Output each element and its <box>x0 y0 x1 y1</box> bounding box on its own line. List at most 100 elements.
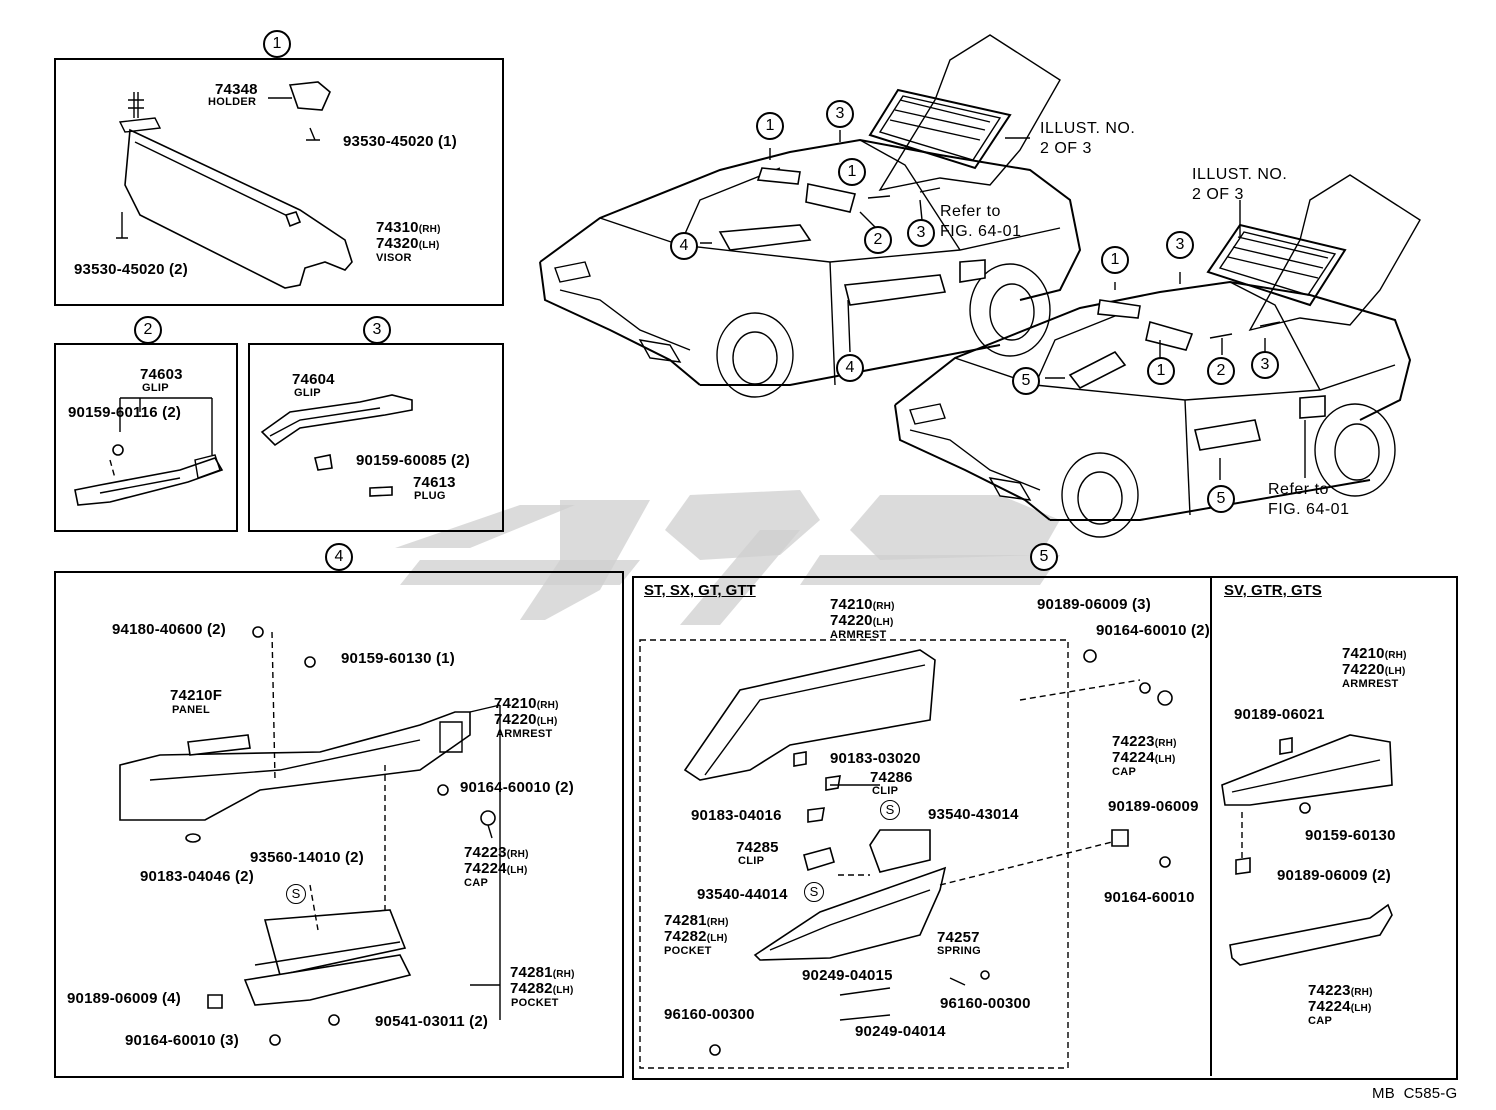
b5-clip-74285-label: CLIP <box>738 855 765 867</box>
b5-part-90183-04016: 90183-04016 <box>691 807 782 824</box>
refer-note-top-2: FIG. 64-01 <box>940 223 1022 240</box>
b5-armrest-lh: 74220(LH) <box>830 613 894 628</box>
part-90164-60010-b: 90164-60010 (3) <box>125 1032 239 1049</box>
grip-74603-drawing <box>74 397 224 506</box>
cap-lh-part-number: 74224(LH) <box>464 861 528 876</box>
grip-74604-drawing <box>260 394 413 497</box>
armrest-rh-part-number: 74210(RH) <box>494 696 559 711</box>
pocket-rh-number: 74281 <box>510 964 553 981</box>
screw-90159-60116: 90159-60116 (2) <box>68 404 182 421</box>
variant-b-heading: SV, GTR, GTS <box>1224 582 1322 599</box>
section-badge-5: 5 <box>1030 543 1058 571</box>
b5b-armrest-lh-number: 74220 <box>1342 661 1385 678</box>
screw-93530-a: 93530-45020 (1) <box>343 133 457 150</box>
plug-part-number: 74613 <box>413 474 456 491</box>
b5-cap-label: CAP <box>1112 766 1137 778</box>
b5b-part-90159-60130: 90159-60130 <box>1305 827 1396 844</box>
pocket-lh-tag: (LH) <box>552 985 574 996</box>
b5-part-90183-03020: 90183-03020 <box>830 750 921 767</box>
b5b-armrest-rh-number: 74210 <box>1342 645 1385 662</box>
armrest-74210-drawing <box>119 626 501 1046</box>
refer-note-bottom-2: FIG. 64-01 <box>1268 501 1350 518</box>
armrest-lh-tag: (LH) <box>536 716 558 727</box>
b5-pocket-rh: 74281(RH) <box>664 913 729 928</box>
b5b-armrest-lh: 74220(LH) <box>1342 662 1406 677</box>
part-90159-60130: 90159-60130 (1) <box>341 650 455 667</box>
b5-part-96160-00300-a: 96160-00300 <box>940 995 1031 1012</box>
visor-lh-tag: (LH) <box>418 240 440 251</box>
armrest-rh-number: 74210 <box>494 695 537 712</box>
section-box-2-grip <box>54 343 238 532</box>
b5-armrest-label: ARMREST <box>830 629 887 641</box>
car-bottom-callout-3a: 3 <box>1166 231 1194 259</box>
car-top-callout-3a: 3 <box>826 100 854 128</box>
b5-pocket-lh: 74282(LH) <box>664 929 728 944</box>
variant-a-heading: ST, SX, GT, GTT <box>644 582 756 599</box>
part-90183-04046: 90183-04046 (2) <box>140 868 254 885</box>
part-93560-14010: 93560-14010 (2) <box>250 849 364 866</box>
car-bottom-callout-2: 2 <box>1207 357 1235 385</box>
visor-rh-number: 74310 <box>376 219 419 236</box>
visor-rh-part-number: 74310(RH) <box>376 220 441 235</box>
refer-note-top: Refer to <box>940 203 1001 220</box>
refer-note-bottom: Refer to <box>1268 481 1329 498</box>
cap-rh-tag: (RH) <box>506 849 529 860</box>
b5-armrest-lh-tag: (LH) <box>872 617 894 628</box>
b5-armrest-rh: 74210(RH) <box>830 597 895 612</box>
b5-cap-lh-tag: (LH) <box>1154 754 1176 765</box>
grip-74604-label: GLIP <box>294 387 321 399</box>
illust-note-top: ILLUST. NO. <box>1040 120 1136 137</box>
grip-74603-part-number: 74603 <box>140 366 183 383</box>
cap-lh-number: 74224 <box>464 860 507 877</box>
footer-code: MB C585-G <box>1372 1085 1458 1102</box>
b5-clip-74286-label: CLIP <box>872 785 899 797</box>
b5-cap-rh-tag: (RH) <box>1154 738 1177 749</box>
pocket-rh-part-number: 74281(RH) <box>510 965 575 980</box>
illust-note-bottom: ILLUST. NO. <box>1192 166 1288 183</box>
part-90189-06009: 90189-06009 (4) <box>67 990 181 1007</box>
pocket-rh-tag: (RH) <box>552 969 575 980</box>
b5-spring-label: SPRING <box>937 945 981 957</box>
cap-label: CAP <box>464 877 489 889</box>
b5-part-90249-04015: 90249-04015 <box>802 967 893 984</box>
pocket-lh-number: 74282 <box>510 980 553 997</box>
visor-drawing <box>116 81 353 289</box>
car-illustration-bottom <box>894 174 1421 538</box>
b5b-cap-lh-number: 74224 <box>1308 998 1351 1015</box>
armrest-lh-part-number: 74220(LH) <box>494 712 558 727</box>
b5-clip-74286: 74286 <box>870 769 913 786</box>
section-box-4-armrest <box>54 571 624 1078</box>
b5-armrest-rh-tag: (RH) <box>872 601 895 612</box>
car-bottom-callout-5a: 5 <box>1012 367 1040 395</box>
car-bottom-callout-1a: 1 <box>1101 246 1129 274</box>
section-badge-2: 2 <box>134 316 162 344</box>
grip-74604-part-number: 74604 <box>292 371 335 388</box>
grip-74603-label: GLIP <box>142 382 169 394</box>
b5-cap-rh-number: 74223 <box>1112 733 1155 750</box>
b5b-cap-rh-number: 74223 <box>1308 982 1351 999</box>
holder-part-number: 74348 <box>215 81 258 98</box>
armrest-lh-number: 74220 <box>494 711 537 728</box>
car-bottom-callout-1b: 1 <box>1147 357 1175 385</box>
b5b-cap-lh: 74224(LH) <box>1308 999 1372 1014</box>
b5-part-93540-44014: 93540-44014 <box>697 886 788 903</box>
visor-rh-tag: (RH) <box>418 224 441 235</box>
car-top-callout-2: 2 <box>864 226 892 254</box>
b5-part-96160-00300-b: 96160-00300 <box>664 1006 755 1023</box>
b5b-cap-label: CAP <box>1308 1015 1333 1027</box>
b5-part-90249-04014: 90249-04014 <box>855 1023 946 1040</box>
screw-90159-60085: 90159-60085 (2) <box>356 452 470 469</box>
car-illustration-top <box>539 34 1082 398</box>
b5-pocket-label: POCKET <box>664 945 712 957</box>
b5-clip-74285: 74285 <box>736 839 779 856</box>
b5-cap-lh: 74224(LH) <box>1112 750 1176 765</box>
armrest-label: ARMREST <box>496 728 553 740</box>
b5-pocket-lh-number: 74282 <box>664 928 707 945</box>
b5b-armrest-rh: 74210(RH) <box>1342 646 1407 661</box>
section-badge-4: 4 <box>325 543 353 571</box>
part-90164-60010-a: 90164-60010 (2) <box>460 779 574 796</box>
b5b-cap-lh-tag: (LH) <box>1350 1003 1372 1014</box>
section-box-1-visor <box>54 58 504 306</box>
s-marker-box5-a: S <box>880 800 900 820</box>
